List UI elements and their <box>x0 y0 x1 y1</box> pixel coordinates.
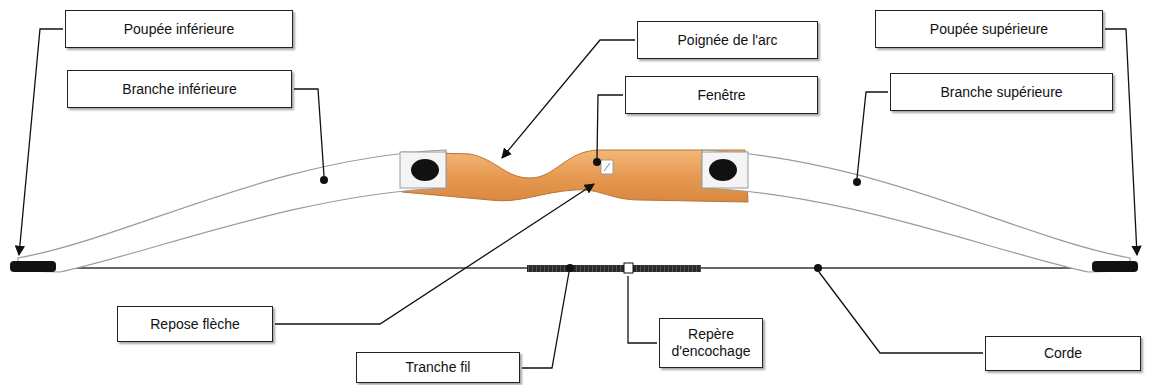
part-name: Tranche fil <box>406 359 471 376</box>
part-name: Fenêtre <box>697 87 745 104</box>
label-box: Branche inférieure <box>67 70 292 108</box>
label-box: Branche supérieure <box>890 73 1113 111</box>
upper-limb <box>702 150 1138 272</box>
part-name: Branche supérieure <box>940 84 1062 101</box>
part-name: Poignée de l'arc <box>678 32 778 49</box>
part-name: Branche inférieure <box>122 81 236 98</box>
label-box: Corde <box>985 336 1141 371</box>
label-box: Tranche fil <box>356 352 520 383</box>
label-box: Repose flèche <box>117 306 273 342</box>
lower-limb-tip <box>10 261 56 272</box>
part-name: Repose flèche <box>150 316 240 333</box>
arrow-window <box>601 160 613 174</box>
part-name: Poupée inférieure <box>124 21 235 38</box>
label-box: Poignée de l'arc <box>637 21 818 59</box>
label-box: Fenêtre <box>625 76 818 114</box>
label-box: Poupée supérieure <box>875 10 1103 48</box>
leader-lines <box>19 29 1137 368</box>
riser <box>402 150 748 202</box>
label-box: Repère d'encochage <box>659 318 763 368</box>
lower-limb <box>10 150 446 272</box>
part-name: Poupée supérieure <box>930 21 1048 38</box>
part-name: Corde <box>1044 345 1082 362</box>
label-box: Poupée inférieure <box>65 10 293 48</box>
part-name: Repère d'encochage <box>668 326 754 360</box>
upper-limb-tip <box>1092 261 1138 272</box>
nock-mark <box>624 263 633 273</box>
leader-dots <box>320 158 861 272</box>
serving <box>527 265 701 272</box>
